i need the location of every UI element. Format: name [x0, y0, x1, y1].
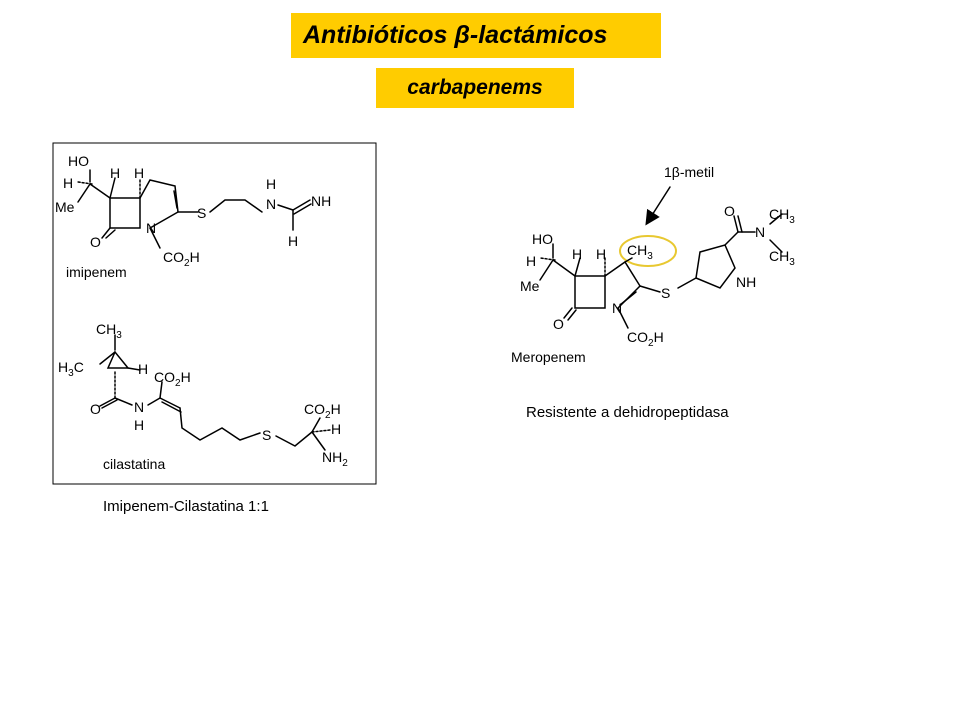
left-panel-frame — [52, 142, 377, 485]
meropenem-structure: 1β-metil HO H Me H H CH3 O N S NH — [511, 164, 795, 365]
imipenem-atom-h2: H — [110, 165, 120, 181]
imipenem-atom-nh: NH — [311, 193, 331, 209]
meropenem-atom-me: Me — [520, 278, 540, 294]
cilastatina-atom-h-nh: H — [134, 417, 144, 433]
imipenem-structure: HO H Me H H O N S H N NH H CO2H imipenem — [55, 153, 331, 280]
meropenem-atom-h2: H — [572, 246, 582, 262]
meropenem-atom-o2: O — [724, 203, 735, 219]
cilastatina-atom-h: H — [138, 361, 148, 377]
imipenem-atom-h4: H — [266, 176, 276, 192]
cilastatina-nh2: NH2 — [322, 449, 348, 469]
imipenem-atom-h3: H — [134, 165, 144, 181]
imipenem-atom-ho: HO — [68, 153, 89, 169]
cilastatina-atom-s: S — [262, 427, 271, 443]
meropenem-atom-n2: N — [755, 224, 765, 240]
subtitle-banner: carbapenems — [376, 68, 574, 108]
meropenem-atom-o: O — [553, 316, 564, 332]
imipenem-atom-me: Me — [55, 199, 75, 215]
imipenem-cilastatina-caption: Imipenem-Cilastatina 1:1 — [103, 498, 269, 515]
meropenem-ch3-top: CH3 — [769, 206, 795, 226]
methyl-annotation: 1β-metil — [664, 164, 714, 180]
imipenem-atom-o: O — [90, 234, 101, 250]
meropenem-co2h: CO2H — [627, 329, 664, 349]
imipenem-atom-s: S — [197, 205, 206, 221]
cilastatina-structure: CH3 H3C H CO2H O N H S CO2H H NH2 cilast… — [58, 321, 348, 472]
cilastatina-h3c: H3C — [58, 359, 84, 379]
meropenem-label: Meropenem — [511, 349, 586, 365]
meropenem-ch3-bottom: CH3 — [769, 248, 795, 268]
imipenem-co2h: CO2H — [163, 249, 200, 269]
imipenem-atom-h1: H — [63, 175, 73, 191]
meropenem-atom-h3: H — [596, 246, 606, 262]
imipenem-label: imipenem — [66, 264, 127, 280]
cilastatina-atom-o: O — [90, 401, 101, 417]
meropenem-atom-ho: HO — [532, 231, 553, 247]
cilastatina-co2h-2: CO2H — [304, 401, 341, 421]
imipenem-atom-n2: N — [266, 196, 276, 212]
page-title: Antibióticos β-lactámicos — [303, 21, 608, 49]
methyl-highlight — [619, 235, 677, 267]
cilastatina-atom-h2: H — [331, 421, 341, 437]
meropenem-atom-h1: H — [526, 253, 536, 269]
cilastatina-atom-n: N — [134, 399, 144, 415]
annotation-arrow — [645, 186, 671, 226]
meropenem-atom-n: N — [612, 300, 622, 316]
meropenem-caption: Resistente a dehidropeptidasa — [526, 404, 729, 421]
page-subtitle: carbapenems — [407, 76, 543, 99]
meropenem-atom-nh: NH — [736, 274, 756, 290]
cilastatina-ch3: CH3 — [96, 321, 122, 341]
imipenem-atom-h5: H — [288, 233, 298, 249]
imipenem-atom-n: N — [146, 220, 156, 236]
meropenem-atom-s: S — [661, 285, 670, 301]
cilastatina-label: cilastatina — [103, 456, 165, 472]
title-banner: Antibióticos β-lactámicos — [291, 13, 661, 58]
cilastatina-co2h-1: CO2H — [154, 369, 191, 389]
meropenem-ch3: CH3 — [627, 242, 653, 262]
